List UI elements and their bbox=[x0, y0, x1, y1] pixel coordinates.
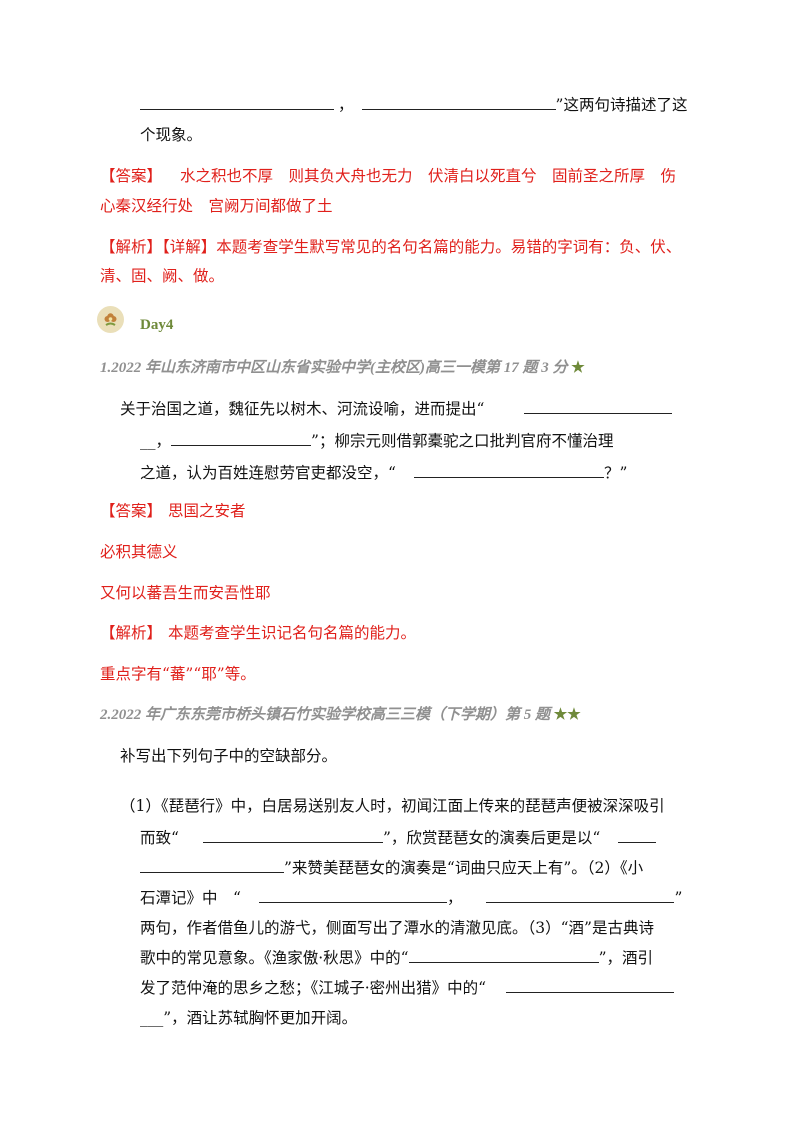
question-2-line-8: ___”，酒让苏轼胸怀更加开阔。 bbox=[140, 1009, 358, 1027]
question-2-intro: 补写出下列句子中的空缺部分。 bbox=[120, 747, 338, 765]
blank bbox=[408, 947, 599, 963]
top-line-2: 个现象。 bbox=[140, 126, 203, 144]
blank bbox=[202, 827, 383, 843]
answer-label: 【答案】 bbox=[100, 167, 163, 185]
answer-2: 【答案】思国之安者 bbox=[100, 502, 246, 520]
blank bbox=[171, 430, 312, 446]
blank bbox=[506, 977, 675, 993]
day-label: Day4 bbox=[140, 317, 174, 333]
question-1-line-1: 关于治国之道，魏征先以树木、河流设喻，进而提出“ bbox=[120, 398, 673, 420]
answer-2-line-3: 又何以蕃吾生而安吾性耶 bbox=[100, 584, 271, 602]
answer-1-cont: 心秦汉经行处 宫阙万间都做了土 bbox=[100, 197, 333, 215]
analysis-2: 【解析】本题考查学生识记名句名篇的能力。 bbox=[100, 624, 417, 642]
star-rating: ★ bbox=[571, 360, 585, 376]
analysis-1: 【解析】【详解】本题考查学生默写常见的名句名篇的能力。易错的字词有：负、伏、 bbox=[100, 238, 682, 256]
analysis-label: 【解析】 bbox=[100, 624, 163, 642]
question-2-line-5: 两句，作者借鱼儿的游弋，侧面写出了潭水的清澈见底。（3）“酒”是古典诗 bbox=[140, 919, 654, 937]
analysis-label: 【解析】 bbox=[100, 238, 163, 256]
question-2-line-1: （1）《琵琶行》中，白居易送别友人时，初闻江面上传来的琵琶声便被深深吸引 bbox=[120, 797, 665, 815]
question-2-line-3: ”来赞美琵琶女的演奏是“词曲只应天上有”。（2）《小 bbox=[140, 857, 643, 879]
blank bbox=[140, 857, 284, 873]
question-2-line-2: 而致“”，欣赏琵琶女的演奏后更是以“ bbox=[140, 827, 657, 849]
flower-icon bbox=[97, 306, 124, 333]
question-1-line-3: 之道，认为百姓连慰劳官吏都没空，“？” bbox=[140, 462, 628, 482]
blank bbox=[258, 887, 447, 903]
question-1-line-2: __，”；柳宗元则借郭橐驼之口批判官府不懂治理 bbox=[140, 430, 614, 450]
top-line-1: ，”这两句诗描述了这 bbox=[140, 94, 687, 116]
blank bbox=[618, 827, 657, 843]
question-2-line-4: 石潭记》中 “，” bbox=[140, 887, 683, 907]
question-2-line-6: 歌中的常见意象。《渔家傲·秋思》中的“”，酒引 bbox=[140, 947, 654, 967]
answer-label: 【答案】 bbox=[100, 502, 163, 520]
blank bbox=[413, 462, 604, 478]
question-2-line-7: 发了范仲淹的思乡之愁；《江城子·密州出猎》中的“ bbox=[140, 977, 675, 999]
analysis-2-line-2: 重点字有“蕃”“耶”等。 bbox=[100, 665, 256, 683]
answer-1: 【答案】水之积也不厚 则其负大舟也无力 伏清白以死直兮 固前圣之所厚 伤 bbox=[100, 167, 677, 185]
blank bbox=[140, 94, 334, 110]
star-rating: ★★ bbox=[553, 707, 581, 723]
analysis-1-cont: 清、固、阙、做。 bbox=[100, 267, 225, 285]
question-1-title: 1.2022 年山东济南市中区山东省实验中学(主校区)高三一模第 17 题 3 … bbox=[100, 360, 585, 376]
question-2-title: 2.2022 年广东东莞市桥头镇石竹实验学校高三三模（下学期）第 5 题 ★★ bbox=[100, 707, 581, 723]
blank bbox=[361, 94, 556, 110]
answer-2-line-2: 必积其德义 bbox=[100, 543, 178, 561]
blank bbox=[524, 398, 673, 414]
blank bbox=[486, 887, 675, 903]
